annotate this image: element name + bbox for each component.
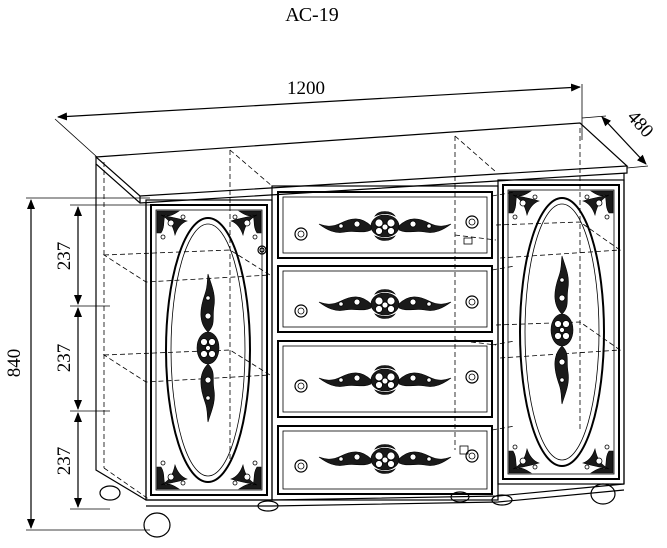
depth-dimension-label: 480 — [623, 107, 658, 142]
section-bottom-label: 237 — [54, 447, 75, 476]
height-dimension: 840 — [4, 197, 150, 531]
width-dimension: 1200 — [54, 78, 583, 158]
drawer-3 — [277, 340, 493, 418]
height-dimension-label: 840 — [4, 349, 25, 378]
section-dimensions: 237 237 237 — [54, 204, 150, 510]
right-door — [502, 184, 620, 480]
section-middle-label: 237 — [54, 344, 75, 373]
model-title: АС-19 — [285, 4, 338, 26]
hidden-drawer-lines — [459, 191, 516, 455]
drawer-1 — [277, 191, 493, 259]
width-dimension-label: 1200 — [287, 78, 325, 99]
section-top-label: 237 — [54, 242, 75, 271]
drawer-4 — [277, 425, 493, 495]
drawer-2 — [277, 265, 493, 333]
cabinet — [94, 122, 629, 538]
left-door — [150, 204, 268, 496]
